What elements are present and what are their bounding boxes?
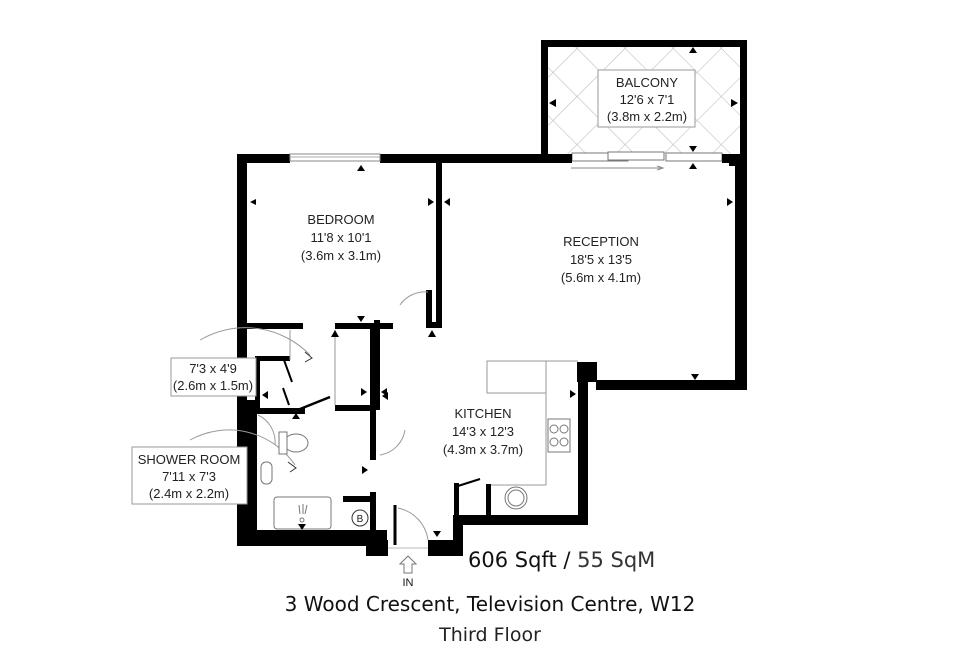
area-separator: / — [556, 548, 578, 572]
svg-text:7'3 x 4'9: 7'3 x 4'9 — [189, 361, 237, 376]
balcony-area: BALCONY 12'6 x 7'1 (3.8m x 2.2m) — [541, 40, 747, 160]
svg-text:B: B — [357, 514, 364, 525]
svg-text:RECEPTION: RECEPTION — [563, 234, 639, 249]
room-label-shower-room: SHOWER ROOM 7'11 x 7'3 (2.4m x 2.2m) — [131, 446, 248, 505]
svg-text:SHOWER ROOM: SHOWER ROOM — [138, 452, 241, 467]
dimension-arrow-icon — [731, 99, 738, 107]
entrance-arrow-icon — [398, 555, 418, 574]
balcony-metric: (3.8m x 2.2m) — [607, 109, 687, 124]
washer-icon — [504, 486, 528, 510]
boiler-icon: B — [351, 509, 369, 527]
room-label-bedroom: BEDROOM 11'8 x 10'1 (3.6m x 3.1m) — [301, 212, 381, 263]
svg-text:(3.6m x 3.1m): (3.6m x 3.1m) — [301, 248, 381, 263]
room-label-kitchen: KITCHEN 14'3 x 12'3 (4.3m x 3.7m) — [443, 406, 523, 457]
property-address: 3 Wood Crescent, Television Centre, W12 — [284, 592, 696, 616]
dimension-arrow-icon — [689, 146, 697, 152]
room-label-dressing: 7'3 x 4'9 (2.6m x 1.5m) — [170, 357, 257, 397]
svg-text:(2.4m x 2.2m): (2.4m x 2.2m) — [149, 486, 229, 501]
dimension-arrows — [250, 163, 733, 537]
room-label-reception: RECEPTION 18'5 x 13'5 (5.6m x 4.1m) — [561, 234, 641, 285]
svg-text:7'11 x 7'3: 7'11 x 7'3 — [162, 469, 216, 484]
dimension-arrow-icon — [549, 99, 556, 107]
svg-text:14'3 x 12'3: 14'3 x 12'3 — [452, 424, 514, 439]
svg-text:(5.6m x 4.1m): (5.6m x 4.1m) — [561, 270, 641, 285]
shower-room-fixtures: B — [260, 431, 369, 530]
svg-text:BEDROOM: BEDROOM — [307, 212, 374, 227]
balcony-imperial: 12'6 x 7'1 — [620, 92, 675, 107]
svg-text:(2.6m x 1.5m): (2.6m x 1.5m) — [173, 378, 253, 393]
sink-icon — [260, 461, 273, 485]
svg-text:18'5 x 13'5: 18'5 x 13'5 — [570, 252, 632, 267]
area-metric: 55 SqM — [577, 548, 656, 572]
floor-area: 606 Sqft / 55 SqM — [468, 548, 655, 572]
sliding-door — [571, 151, 723, 171]
entrance-marker: IN — [388, 547, 428, 589]
area-imperial: 606 Sqft — [468, 548, 557, 572]
svg-text:IN: IN — [403, 577, 414, 589]
floor-level: Third Floor — [439, 624, 541, 646]
hob-icon — [547, 418, 571, 453]
kitchen-fixtures — [454, 360, 578, 518]
svg-text:(4.3m x 3.7m): (4.3m x 3.7m) — [443, 442, 523, 457]
interior-walls — [245, 160, 442, 547]
balcony-name: BALCONY — [616, 75, 678, 90]
balcony-label: BALCONY 12'6 x 7'1 (3.8m x 2.2m) — [597, 69, 696, 128]
svg-text:11'8 x 10'1: 11'8 x 10'1 — [310, 230, 371, 245]
toilet-icon — [283, 433, 309, 453]
dimension-arrow-icon — [689, 47, 697, 53]
exterior-walls — [237, 153, 747, 556]
svg-text:KITCHEN: KITCHEN — [454, 406, 511, 421]
